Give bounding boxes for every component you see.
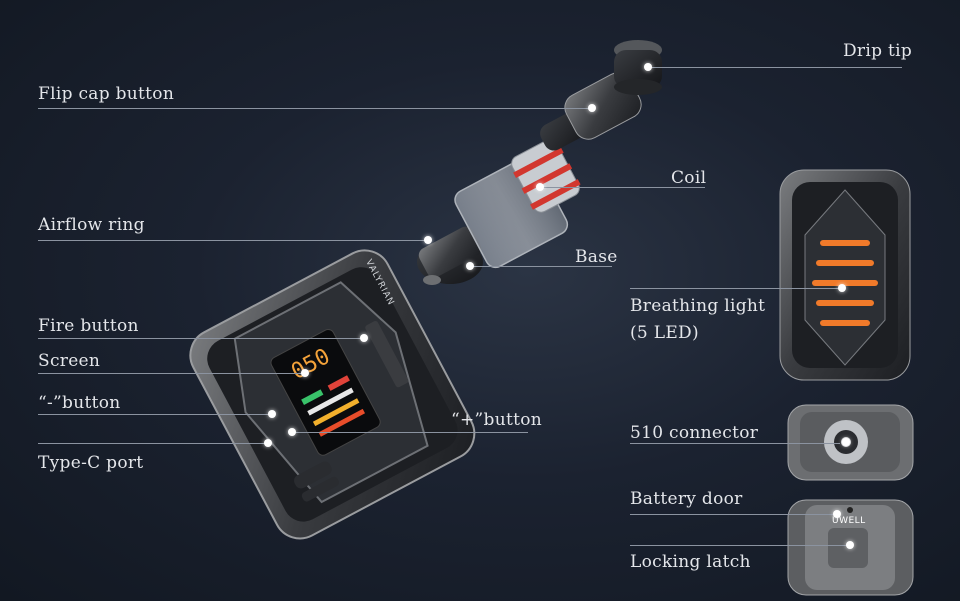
screen-line [38,373,303,374]
base-line [470,266,612,267]
label-screen: Screen [38,351,101,371]
locking-latch-dot [846,541,854,549]
label-minus-button: “-”button [38,393,121,413]
drip-tip-dot [644,63,652,71]
base-dot [466,262,474,270]
breathing-light-panel [779,169,911,381]
battery-door-dot [833,510,841,518]
plus-button-line [292,432,528,433]
locking-latch-line [630,545,850,546]
battery-brand-text: UWELL [832,516,866,526]
screen-dot [301,369,309,377]
type-c-line [38,443,266,444]
label-plus-button: “+”button [451,410,543,430]
label-coil: Coil [671,168,707,188]
label-drip-tip: Drip tip [843,41,913,61]
breathing-light-dot [838,284,846,292]
connector-510-panel [787,404,914,481]
label-510-connector: 510 connector [630,423,759,443]
mod-body: 050 [189,249,476,540]
label-locking-latch: Locking latch [630,552,751,572]
label-airflow-ring: Airflow ring [38,215,145,235]
type-c-dot [264,439,272,447]
minus-button-dot [268,410,276,418]
drip-tip-line [650,67,902,68]
flip-cap-dot [588,104,596,112]
label-breathing-light-led: (5 LED) [630,323,699,343]
connector-510-dot [842,438,850,446]
label-breathing-light: Breathing light [630,296,766,316]
label-base: Base [575,247,618,267]
breathing-light-line [630,288,840,289]
coil-line [540,187,705,188]
flip-cap-line [38,108,593,109]
label-battery-door: Battery door [630,489,743,509]
fire-button-dot [360,334,368,342]
battery-door-line [630,514,835,515]
airflow-ring-dot [424,236,432,244]
minus-button-line [38,414,273,415]
drip-tip [614,40,662,95]
coil [511,139,581,213]
fire-button-line [38,338,364,339]
label-fire-button: Fire button [38,316,139,336]
coil-dot [536,183,544,191]
connector-510-line [630,443,840,444]
plus-button-dot [288,428,296,436]
base [417,226,483,285]
airflow-ring-line [38,240,428,241]
label-type-c-port: Type-C port [38,453,144,473]
label-flip-cap-button: Flip cap button [38,84,175,104]
